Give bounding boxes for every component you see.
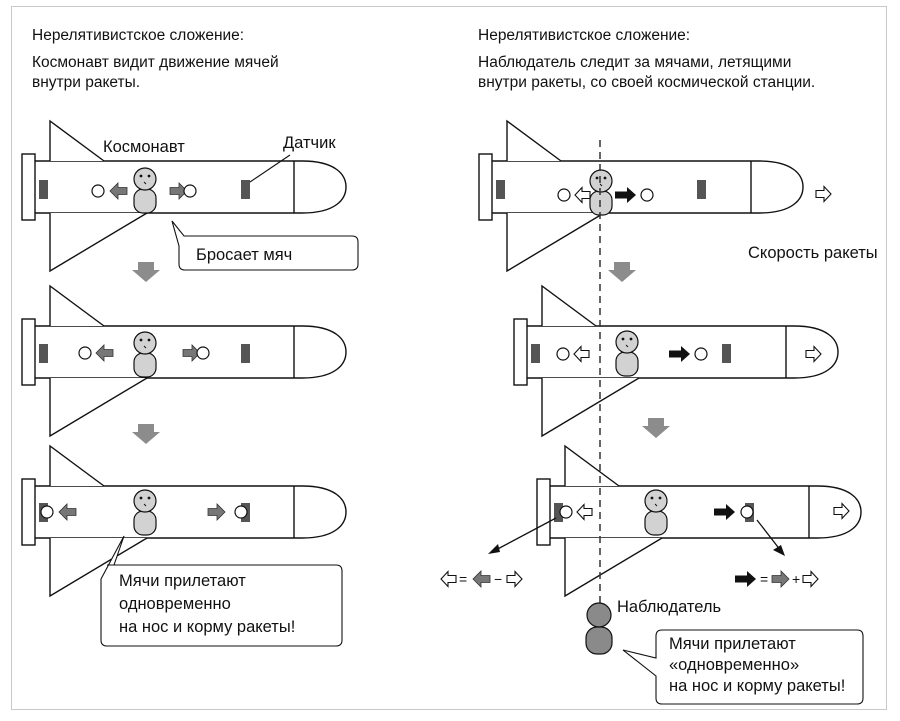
sensor-nose	[722, 344, 731, 363]
callout-line-3: на нос и корму ракеты!	[119, 618, 295, 636]
pointer-line-right	[756, 519, 782, 552]
callout-right-line-2: «одновременно»	[669, 656, 799, 674]
ball	[740, 505, 754, 519]
pointer-line-left	[491, 517, 557, 553]
step-down-arrow-icon	[642, 418, 670, 438]
sensor-leader-line	[249, 154, 291, 183]
ball	[694, 347, 708, 361]
sensor-nose	[241, 344, 250, 363]
step-down-arrow-icon	[132, 262, 160, 282]
rocket-left-2	[21, 285, 347, 437]
ball	[559, 505, 573, 519]
sensor-tail	[496, 180, 505, 199]
ball	[196, 346, 210, 360]
step-down-arrow-icon	[132, 424, 160, 444]
cosmonaut-figure	[133, 167, 157, 214]
eq-right-equals: =	[760, 571, 768, 587]
ball	[40, 505, 54, 519]
ball	[183, 184, 197, 198]
sensor-nose	[241, 180, 250, 199]
sensor-nose	[697, 180, 706, 199]
eq-rocket-arrow-icon	[802, 570, 819, 588]
sensor-tail	[554, 503, 563, 522]
eq-left-minus: −	[494, 571, 502, 587]
eq-left-equals: =	[459, 571, 467, 587]
callout-throw	[171, 220, 359, 271]
sensor-tail	[39, 344, 48, 363]
eq-rocket-arrow-icon	[506, 570, 523, 588]
eq-result-right-arrow-icon	[735, 571, 756, 587]
cosmonaut-figure	[133, 489, 157, 536]
callout-line-2: одновременно	[119, 595, 231, 613]
eq-right-plus: +	[792, 571, 800, 587]
right-title-line-1: Нерелятивистское сложение:	[478, 27, 690, 44]
ball	[91, 184, 105, 198]
ball	[640, 188, 654, 202]
callout-simultaneous-quoted	[622, 629, 864, 705]
left-title-line-3: внутри ракеты.	[32, 74, 140, 91]
callout-simultaneous	[100, 535, 343, 647]
sensor-tail	[39, 180, 48, 199]
cosmonaut-figure	[133, 331, 157, 378]
sensor-tail	[531, 344, 540, 363]
pointer-arrowhead-icon	[488, 544, 500, 554]
callout-right-line-1: Мячи прилетают	[669, 635, 796, 653]
eq-result-left-arrow-icon	[440, 570, 457, 588]
right-title-line-2: Наблюдатель следит за мячами, летящими	[478, 54, 791, 71]
cosmonaut-figure	[615, 330, 639, 377]
label-cosmonaut: Космонавт	[103, 138, 185, 156]
ball	[556, 347, 570, 361]
pointer-arrowhead-icon	[773, 545, 785, 556]
eq-ball-right-arrow-icon	[771, 570, 790, 588]
left-title-line-2: Космонавт видит движение мячей	[32, 54, 279, 71]
rocket-velocity-arrow-icon	[815, 185, 832, 203]
label-rocket-speed: Скорость ракеты	[748, 244, 878, 262]
cosmonaut-figure	[589, 169, 613, 216]
observer-figure	[585, 602, 613, 655]
rocket-right-2	[513, 285, 839, 437]
callout-right-line-3: на нос и корму ракеты!	[669, 677, 845, 695]
ball	[557, 188, 571, 202]
eq-ball-left-arrow-icon	[472, 570, 491, 588]
callout-throw-text: Бросает мяч	[196, 246, 292, 264]
ball	[78, 346, 92, 360]
right-title-line-3: внутри ракеты, со своей космической стан…	[478, 74, 815, 91]
label-observer: Наблюдатель	[617, 598, 721, 616]
label-sensor: Датчик	[283, 134, 336, 152]
step-down-arrow-icon	[608, 262, 636, 282]
ball	[234, 505, 248, 519]
left-title-line-1: Нерелятивистское сложение:	[32, 27, 244, 44]
cosmonaut-figure	[644, 489, 668, 536]
callout-line-1: Мячи прилетают	[119, 572, 246, 590]
